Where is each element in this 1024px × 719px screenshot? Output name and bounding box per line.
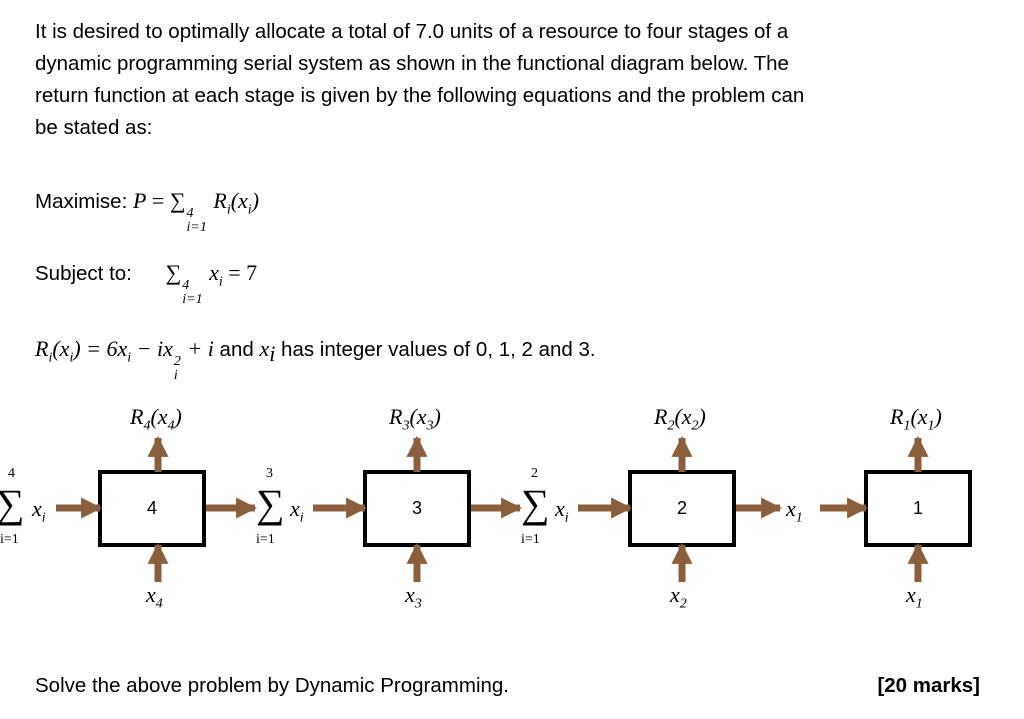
r-symbol: R <box>207 188 227 213</box>
input-label-4: x4 <box>146 582 163 612</box>
sum-upper: 4 <box>182 278 190 293</box>
state-x1: x1 <box>786 496 803 526</box>
sum-upper: 4 <box>186 206 194 221</box>
task-text: Solve the above problem by Dynamic Progr… <box>35 674 509 697</box>
a3-sub: i <box>173 368 178 383</box>
text1: and <box>213 338 260 361</box>
stage-number-2: 2 <box>676 498 687 518</box>
p-symbol: P <box>132 188 147 213</box>
input-label-2: x2 <box>670 582 687 612</box>
input-label-3: x3 <box>405 582 422 612</box>
return-label-1: R1(x1) <box>890 404 942 434</box>
x-sub: i <box>218 274 223 290</box>
return-label-3: R3(x3) <box>389 404 441 434</box>
x-symbol: x <box>203 260 219 285</box>
intro-line-3: return function at each stage is given b… <box>35 84 805 107</box>
return-label-4: R4(x4) <box>130 404 182 434</box>
stage-number-3: 3 <box>411 498 422 518</box>
arg-sub: i <box>247 202 252 218</box>
close-paren: ) <box>251 188 260 213</box>
input-label-1: x1 <box>906 582 923 612</box>
a2: ) = 6x <box>73 336 128 361</box>
sum-symbol: ∑ <box>165 260 182 285</box>
r-sub: i <box>48 350 53 366</box>
x-sub: i <box>269 341 276 367</box>
arg: (x <box>230 188 248 213</box>
a1-sub: i <box>69 350 74 366</box>
a4: + i <box>181 336 214 361</box>
return-label-2: R2(x2) <box>654 404 706 434</box>
intro-line-1: It is desired to optimally allocate a to… <box>35 20 789 43</box>
marks: [20 marks] <box>877 674 980 697</box>
a2-sub: i <box>127 350 132 366</box>
text2: has integer values of 0, 1, 2 and 3. <box>275 338 596 361</box>
r-sub: i <box>226 202 231 218</box>
sum-symbol: = ∑ <box>146 188 186 213</box>
maximise-label: Maximise: <box>35 190 128 213</box>
stage-number-4: 4 <box>146 498 157 518</box>
x: x <box>259 336 270 361</box>
sum-lower: i=1 <box>182 292 203 307</box>
a3: − ix <box>131 336 173 361</box>
rhs: = 7 <box>222 260 258 285</box>
subject-label: Subject to: <box>35 262 132 285</box>
a3-sup: 2 <box>173 354 181 369</box>
a1: (x <box>52 336 70 361</box>
intro-line-4: be stated as: <box>35 116 153 139</box>
r: R <box>35 336 49 361</box>
intro-line-2: dynamic programming serial system as sho… <box>35 52 789 75</box>
stage-number-1: 1 <box>912 498 923 518</box>
sum-lower: i=1 <box>186 220 207 235</box>
